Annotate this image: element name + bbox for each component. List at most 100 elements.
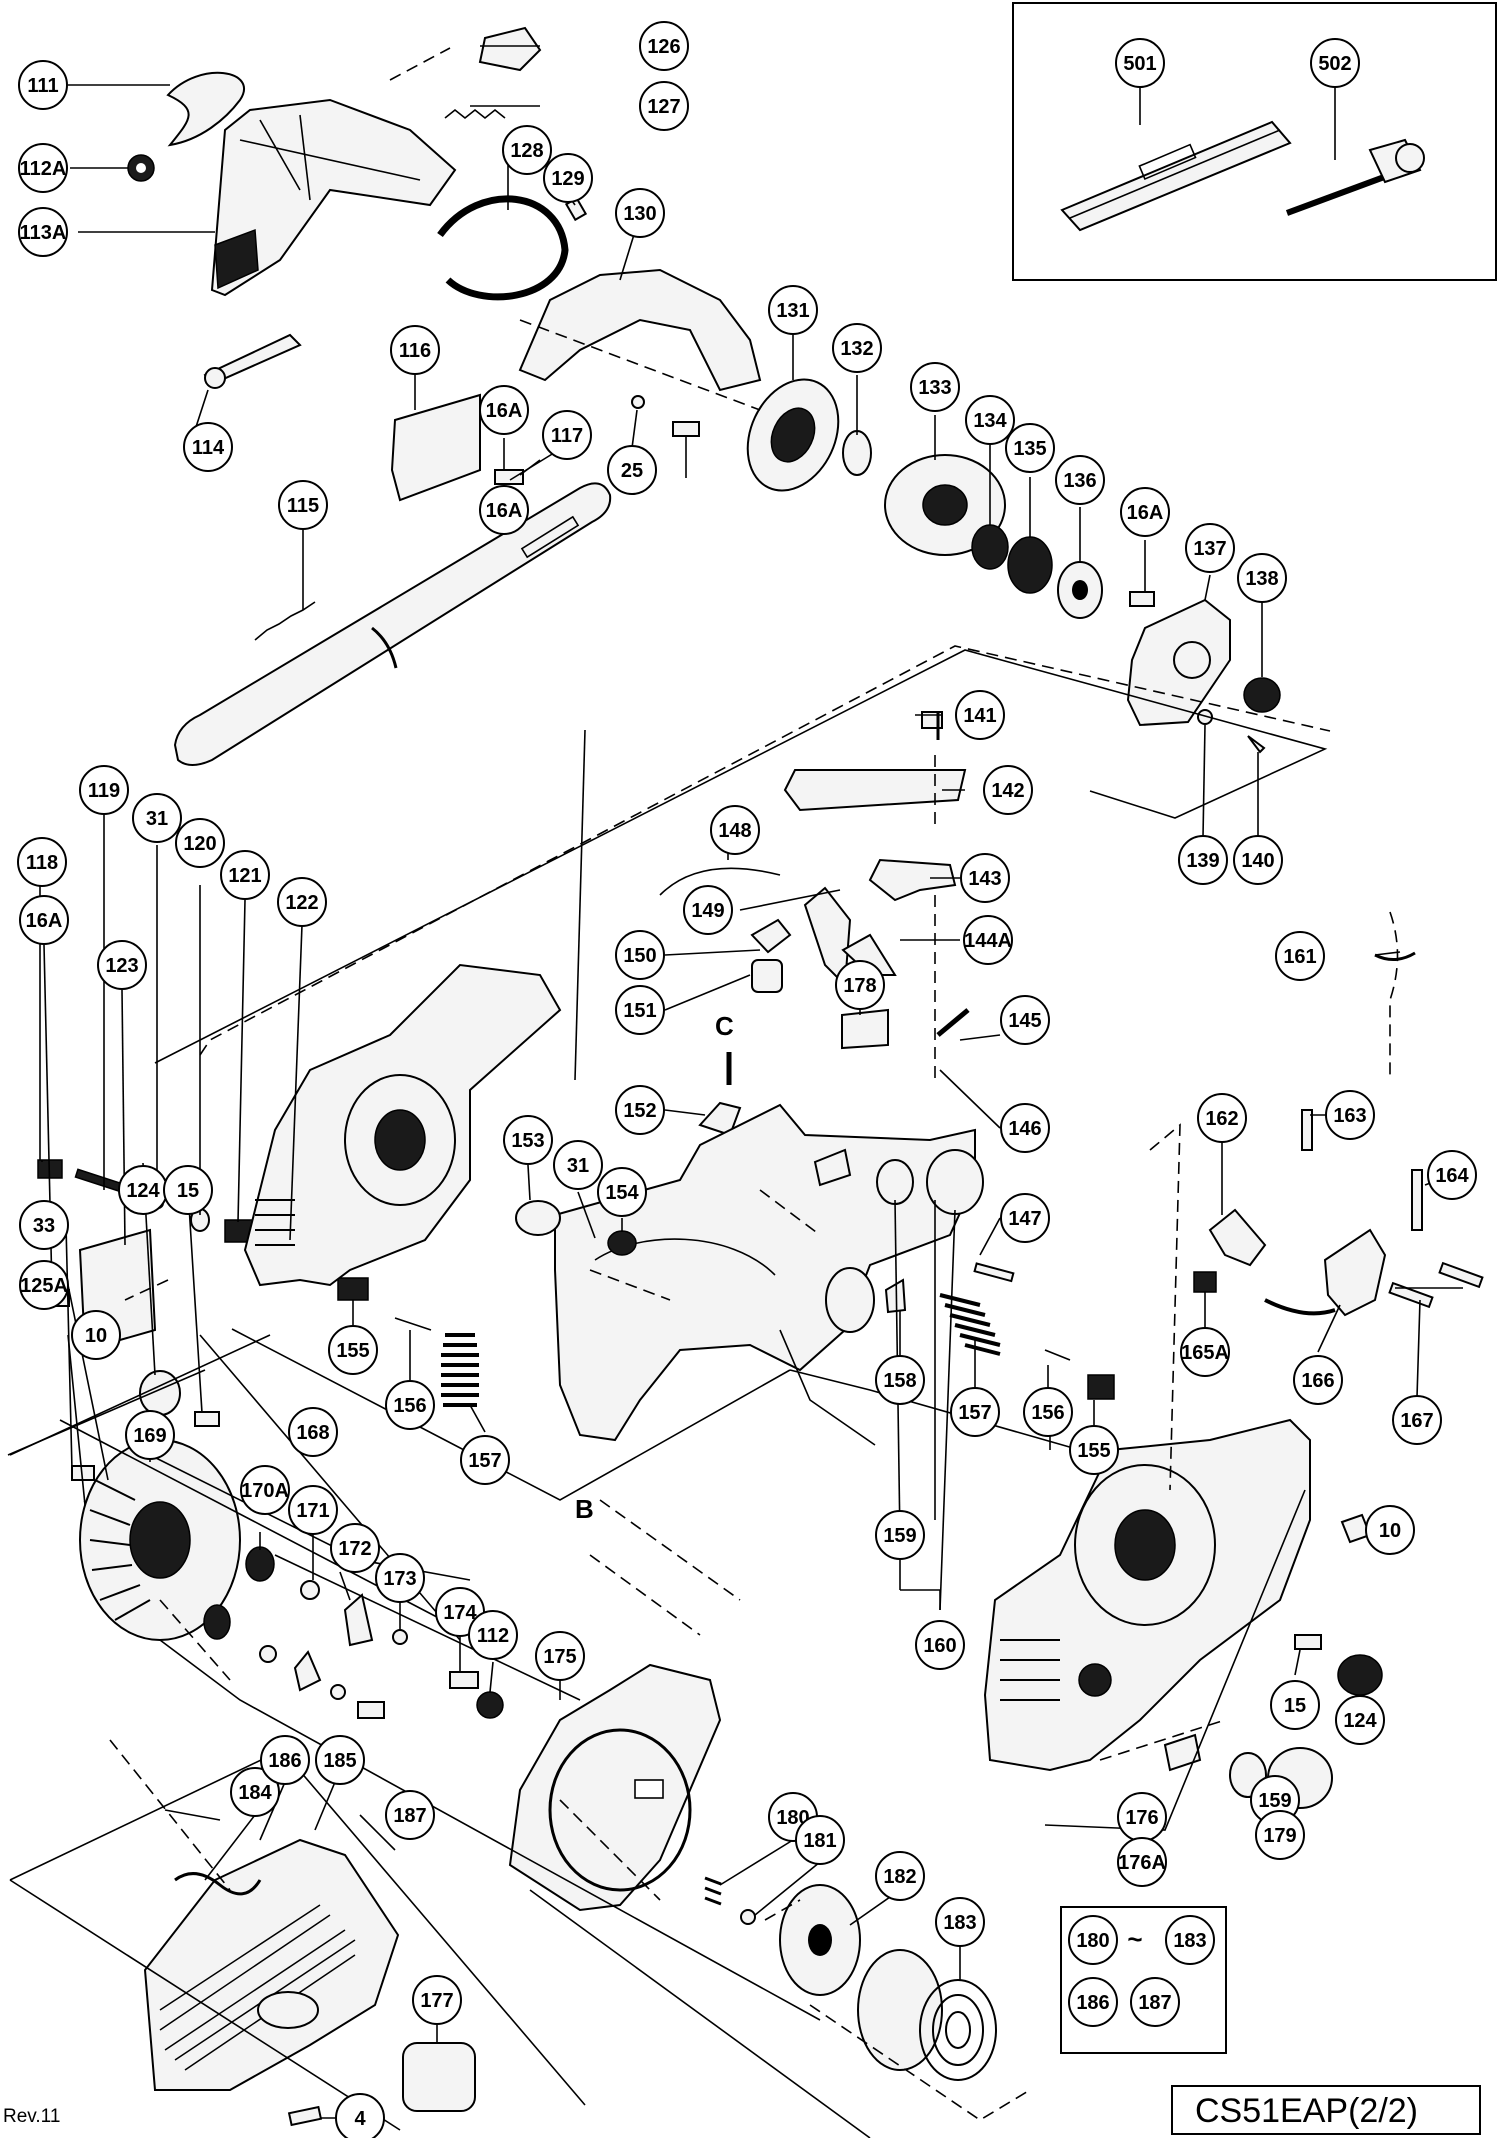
plug-lead-161-drawing: [1389, 911, 1399, 1080]
callout-15-2: 15: [1284, 1695, 1306, 1717]
plate-158-drawing: [884, 1278, 907, 1314]
callout-122: 122: [285, 892, 318, 914]
callout-156-2: 156: [1031, 1402, 1064, 1424]
fan-housing-drawing: [508, 1663, 722, 1912]
callout-circle-184: [230, 1767, 280, 1817]
lever-150-drawing: [750, 918, 792, 954]
callout-circle-115: [278, 480, 328, 530]
callout-circle-31: [553, 1140, 603, 1190]
callout-171: 171: [296, 1500, 329, 1522]
bolt-167b-drawing: [1438, 1261, 1484, 1289]
callout-112: 112: [477, 1625, 509, 1647]
callout-16A-3: 16A: [26, 910, 63, 932]
callout-168: 168: [296, 1422, 329, 1444]
mount-153-drawing: [515, 1200, 561, 1236]
callout-152: 152: [623, 1100, 656, 1122]
handle-cover-drawing: [783, 769, 967, 812]
callout-circle-185: [315, 1735, 365, 1785]
callout-circle-177: [412, 1975, 462, 2025]
saw-chain-drawing: [254, 601, 316, 641]
callout-502: 502: [1318, 53, 1351, 75]
screw-4-drawing: [287, 2105, 323, 2127]
callout-144A: 144A: [964, 930, 1012, 952]
callout-circle-171: [288, 1485, 338, 1535]
callout-185: 185: [323, 1750, 356, 1772]
callout-135: 135: [1013, 438, 1046, 460]
callout-circle-4: [335, 2093, 385, 2138]
callout-131: 131: [776, 300, 809, 322]
callout-circle-183: [935, 1897, 985, 1947]
callout-circle-16A-2: [1120, 487, 1170, 537]
callout-circle-117: [542, 410, 592, 460]
callout-121: 121: [228, 865, 261, 887]
callout-150: 150: [623, 945, 656, 967]
callout-circle-135: [1005, 423, 1055, 473]
callout-circle-118: [17, 837, 67, 887]
callout-circle-111: [18, 60, 68, 110]
callout-circle-124-2: [1335, 1695, 1385, 1745]
model-box: [1171, 2085, 1481, 2135]
callout-16A-2: 16A: [1127, 502, 1164, 524]
callout-circle-137: [1185, 523, 1235, 573]
callout-circle-173: [375, 1553, 425, 1603]
throttle-rod-drawing: [659, 867, 781, 896]
callout-circle-112A: [18, 143, 68, 193]
callout-circle-132: [832, 323, 882, 373]
bolt-15-right-drawing: [1294, 1634, 1322, 1650]
brake-spring-drawing: [444, 108, 506, 120]
callout-183: 183: [943, 1912, 976, 1934]
callout-120: 120: [183, 833, 216, 855]
gasket-159-left-drawing: [876, 1159, 914, 1205]
callout-176: 176: [1125, 1807, 1158, 1829]
callout-125A: 125A: [20, 1275, 68, 1297]
kit-callout-186: 186: [1076, 1992, 1109, 2014]
callout-175: 175: [543, 1646, 576, 1668]
callout-128: 128: [510, 140, 543, 162]
callout-circle-10: [71, 1310, 121, 1360]
callout-circle-181: [795, 1815, 845, 1865]
callout-153: 153: [511, 1130, 544, 1152]
callout-126: 126: [647, 36, 680, 58]
callout-151: 151: [623, 1000, 656, 1022]
callout-circle-187: [385, 1790, 435, 1840]
callout-140: 140: [1241, 850, 1274, 872]
pin-147-drawing: [973, 1262, 1015, 1283]
callout-176A: 176A: [1118, 1852, 1166, 1874]
tank-housing-drawing: [554, 1103, 976, 1442]
washer-173-drawing: [392, 1629, 408, 1645]
kit-box: [1060, 1906, 1227, 2054]
mount-154-drawing: [607, 1230, 637, 1256]
callout-circle-33: [19, 1200, 69, 1250]
crankcase-right-drawing: [983, 1418, 1311, 1772]
callout-circle-128: [502, 125, 552, 175]
callout-circle-163: [1325, 1090, 1375, 1140]
callout-circle-16A-4: [479, 485, 529, 535]
guide-plate-drawing: [390, 393, 481, 502]
washer-181-drawing: [740, 1909, 756, 1925]
kit-callout-183: 183: [1173, 1930, 1206, 1952]
callout-circle-133: [910, 362, 960, 412]
callout-circle-16A: [479, 385, 529, 435]
washer-171-drawing: [300, 1580, 320, 1600]
callout-circle-167: [1392, 1395, 1442, 1445]
callout-111: 111: [27, 75, 58, 97]
callout-circle-165A: [1180, 1327, 1230, 1377]
callout-148: 148: [718, 820, 751, 842]
spring-155-left-drawing: [337, 1277, 369, 1301]
callout-182: 182: [883, 1866, 916, 1888]
callout-167: 167: [1400, 1410, 1433, 1432]
filter-cap-left-drawing: [813, 1148, 852, 1187]
callout-circle-176A: [1117, 1837, 1167, 1887]
callout-circle-119: [79, 765, 129, 815]
callout-circle-146: [1000, 1103, 1050, 1153]
callout-circle-169: [125, 1410, 175, 1460]
oil-pump-nut-drawing: [1243, 677, 1281, 713]
callout-10-2: 10: [1379, 1520, 1401, 1542]
callout-132: 132: [840, 338, 873, 360]
ignition-coil-drawing: [1323, 1228, 1387, 1317]
flywheel-drawing: [79, 1439, 241, 1641]
marker-c: C: [715, 1011, 734, 1041]
callout-circle-120: [175, 818, 225, 868]
spring-172-drawing: [343, 1593, 374, 1647]
